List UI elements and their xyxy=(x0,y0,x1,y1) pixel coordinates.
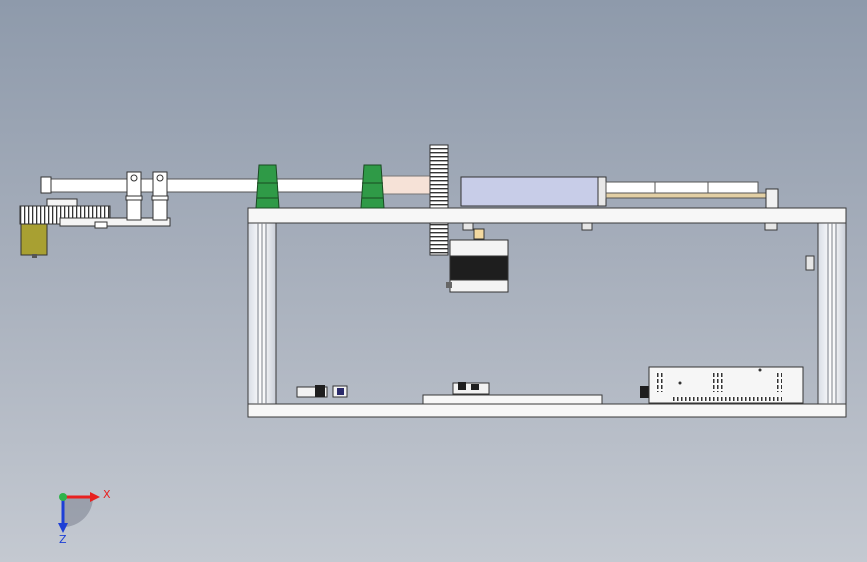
x-axis-label: X xyxy=(103,488,111,501)
power-supply-unit xyxy=(640,366,804,404)
triad-quadrant-shadow xyxy=(63,497,93,527)
pillow-block-bearings xyxy=(125,171,169,221)
linear-actuator xyxy=(460,176,779,209)
gear-mount-plate xyxy=(59,217,171,227)
motor-flange-bottom xyxy=(449,279,509,293)
motor-connector xyxy=(446,282,452,288)
bushing-1 xyxy=(255,164,280,209)
frame-left-post xyxy=(247,222,277,405)
frame-right-post xyxy=(817,222,847,405)
driver-board xyxy=(452,382,490,395)
actuator-base-strip xyxy=(605,192,779,199)
psu-vents-2 xyxy=(712,372,724,392)
actuator-cylinder xyxy=(460,176,600,207)
actuator-end-cap xyxy=(597,176,607,207)
lower-gear-segment xyxy=(429,222,449,256)
frame-bottom-beam xyxy=(247,403,847,418)
switch-module-1 xyxy=(296,386,328,398)
bearing-block-2 xyxy=(151,171,169,221)
stepper-motor xyxy=(446,228,509,293)
psu-vents-1 xyxy=(655,372,665,392)
motor-housing-yellow xyxy=(20,223,48,256)
frame-top-beam xyxy=(247,207,847,224)
y-axis-dot xyxy=(59,493,67,501)
shaft-pink-section xyxy=(381,175,433,195)
z-axis-label: Z xyxy=(59,533,67,546)
bearing-block-1 xyxy=(125,171,143,221)
psu-connector xyxy=(640,386,649,398)
gearbox-assembly xyxy=(19,198,171,258)
gear-spacer xyxy=(94,221,108,229)
motor-shaft-stub xyxy=(32,254,37,258)
shaft-white xyxy=(49,178,383,193)
axis-triad: X Z xyxy=(58,488,111,546)
psu-bottom-vents xyxy=(672,396,782,402)
psu-vents-3 xyxy=(776,372,782,392)
actuator-end-block xyxy=(765,188,779,209)
bushing-2 xyxy=(360,164,385,209)
green-bushings xyxy=(255,164,385,209)
motor-body-black xyxy=(449,255,509,281)
vertical-gear-rack xyxy=(429,144,449,209)
shaft-end-collar xyxy=(40,176,52,194)
machine-frame xyxy=(247,207,847,418)
motor-coupling xyxy=(473,228,485,240)
base-electronics xyxy=(296,382,490,398)
base-plate xyxy=(422,394,603,405)
mounting-bolts xyxy=(462,222,815,271)
motor-flange-top xyxy=(449,239,509,257)
